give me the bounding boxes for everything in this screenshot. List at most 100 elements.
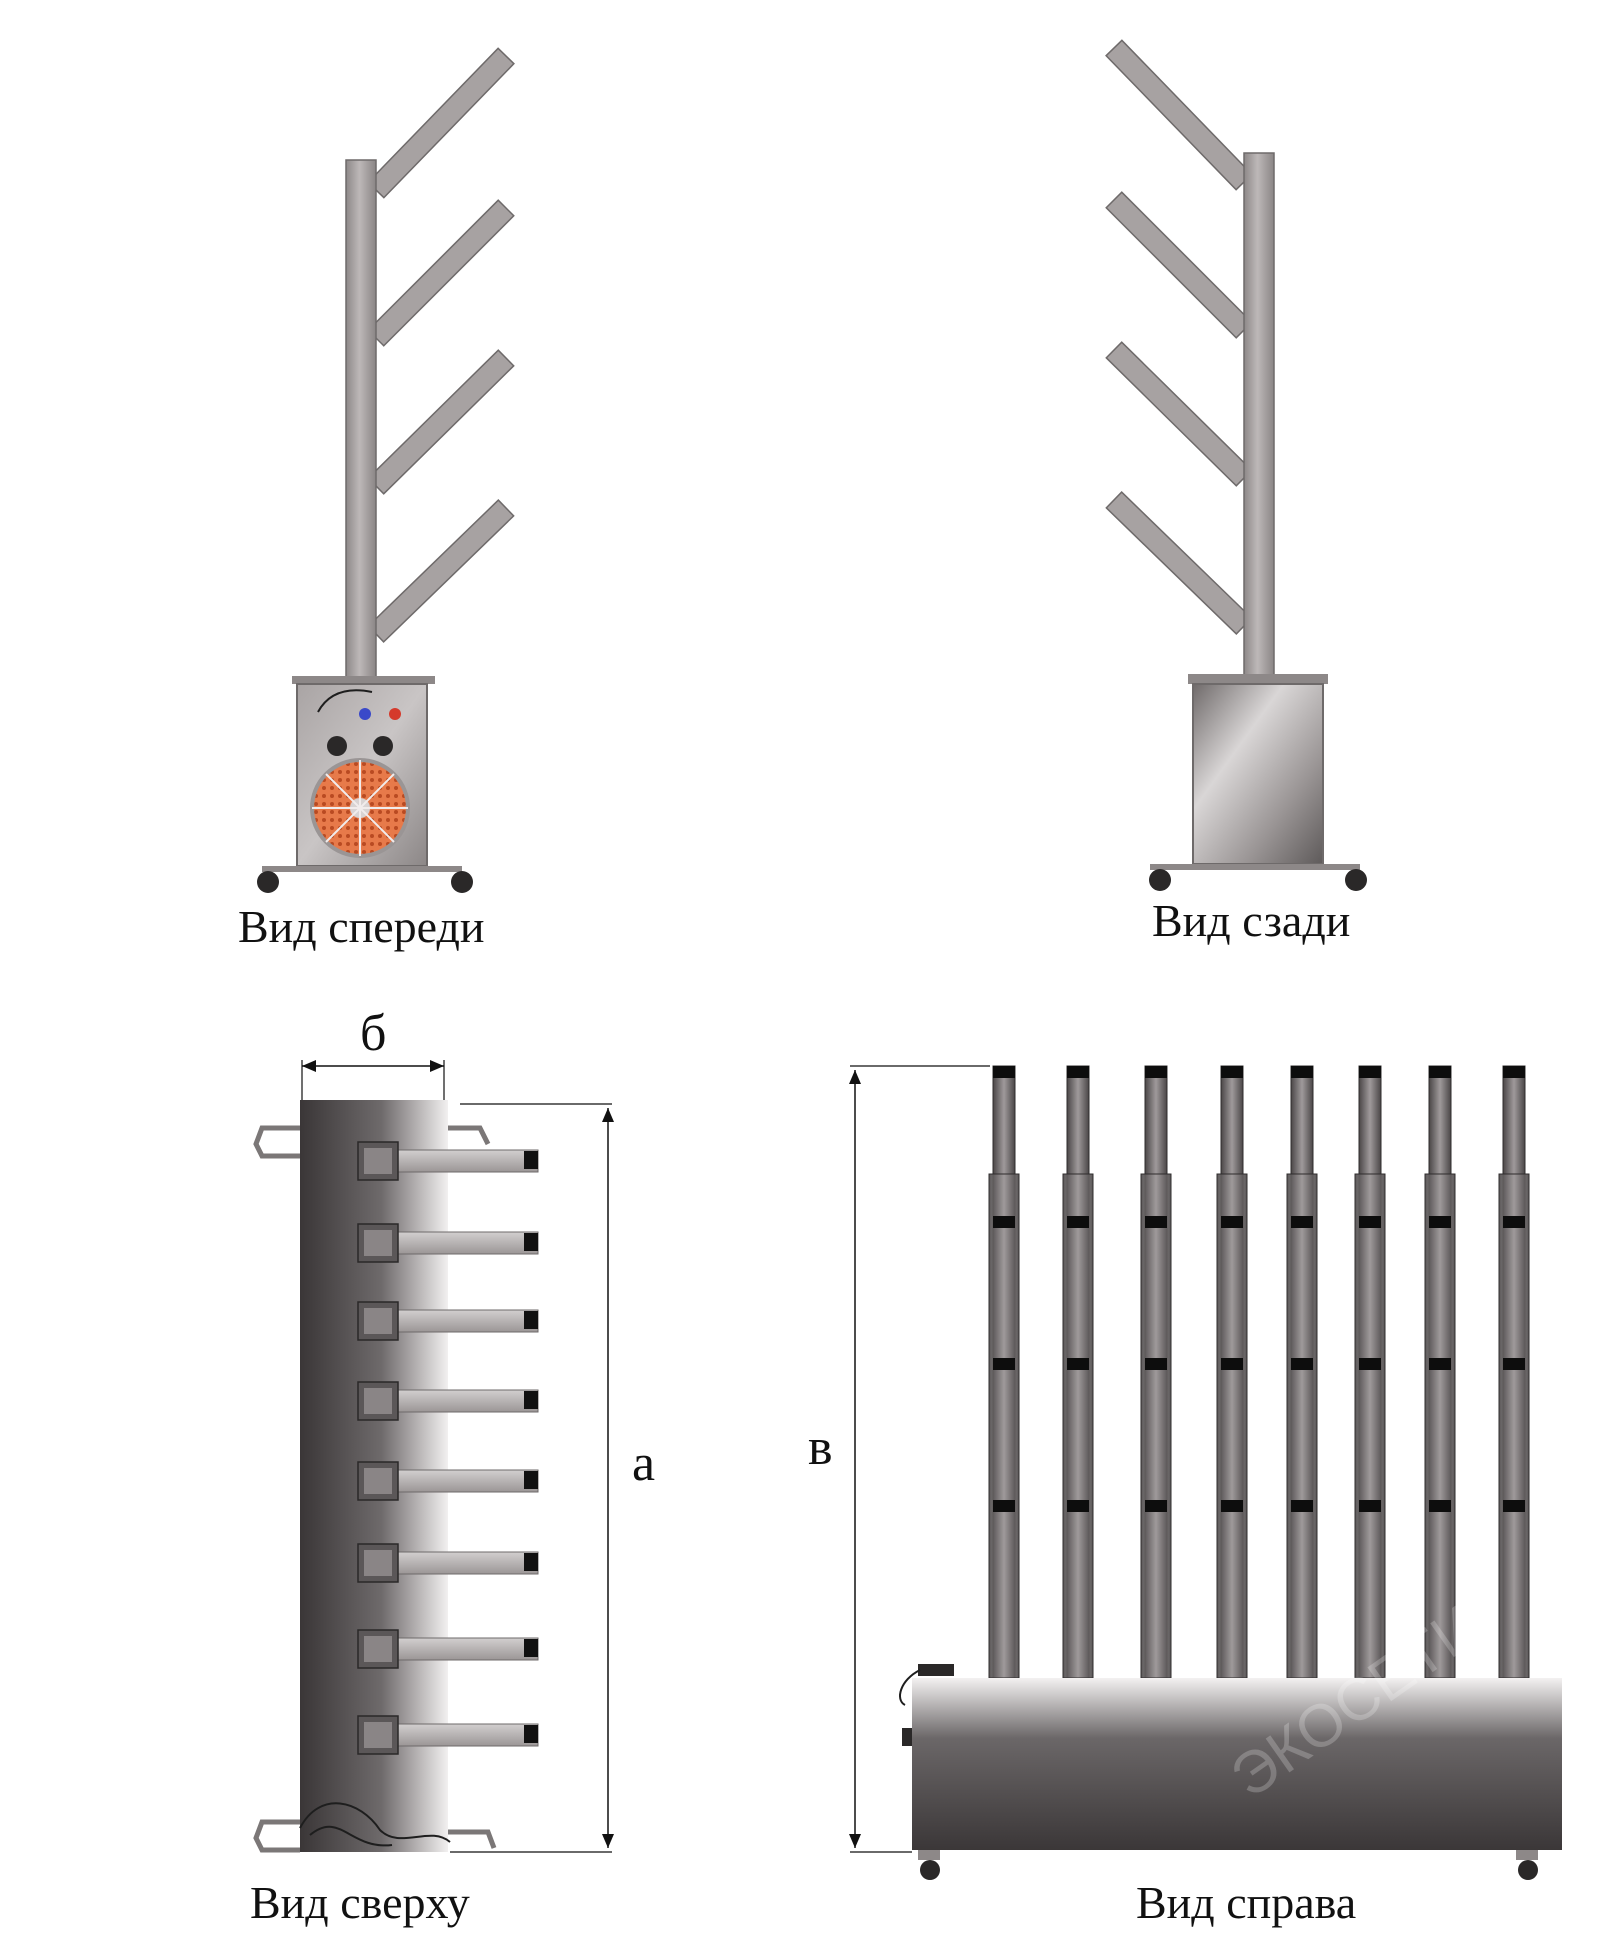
top-view-arm-cap bbox=[524, 1725, 538, 1743]
dimension-a-arrow-bottom bbox=[602, 1834, 614, 1848]
front-view-top-plate bbox=[292, 676, 435, 684]
front-view-cable bbox=[317, 689, 373, 713]
right-view-caption: Вид справа bbox=[1136, 1877, 1357, 1928]
right-view-tube-cap bbox=[1221, 1066, 1243, 1078]
front-view-pole bbox=[345, 159, 377, 681]
top-view-arm-socket-inner bbox=[364, 1550, 392, 1576]
right-view-tube-cap bbox=[1429, 1066, 1451, 1078]
top-view-arm bbox=[395, 1149, 539, 1173]
top-view-bracket bbox=[253, 1819, 300, 1853]
top-view-arm-cap bbox=[524, 1553, 538, 1571]
back-view-pole bbox=[1243, 152, 1275, 679]
top-view-arm bbox=[395, 1231, 539, 1255]
top-view-arm-socket-inner bbox=[364, 1230, 392, 1256]
top-view-arm bbox=[395, 1309, 539, 1333]
right-view-arm-cap bbox=[1429, 1358, 1451, 1370]
top-view-arm-socket-inner bbox=[364, 1722, 392, 1748]
fan-grille-icon bbox=[312, 760, 408, 856]
top-view-bracket bbox=[448, 1125, 491, 1146]
top-view-bracket bbox=[253, 1125, 300, 1159]
top-view-arm-cap bbox=[524, 1639, 538, 1657]
top-view-arm-socket-inner bbox=[364, 1148, 392, 1174]
right-view-arm-cap bbox=[1503, 1358, 1525, 1370]
right-view-arm-cap bbox=[1291, 1358, 1313, 1370]
back-view-top-plate bbox=[1188, 674, 1328, 684]
dimension-v-arrow-bottom bbox=[849, 1834, 861, 1848]
wheel-icon bbox=[1149, 869, 1171, 891]
right-view-caster-mount bbox=[1516, 1850, 1538, 1860]
top-view-arm-cap bbox=[524, 1391, 538, 1409]
top-view-arm bbox=[395, 1389, 539, 1413]
right-view-arm-cap bbox=[1291, 1500, 1313, 1512]
wheel-icon bbox=[920, 1860, 940, 1880]
top-view-arm-socket-inner bbox=[364, 1308, 392, 1334]
right-view-cable bbox=[899, 1669, 921, 1706]
right-view-body bbox=[912, 1678, 1562, 1850]
right-view-arm-cap bbox=[1503, 1216, 1525, 1228]
dimension-a-arrow-top bbox=[602, 1108, 614, 1122]
top-view-arm-socket-inner bbox=[364, 1468, 392, 1494]
wheel-icon bbox=[1518, 1860, 1538, 1880]
right-view-connector bbox=[902, 1728, 912, 1746]
top-view-bracket bbox=[448, 1829, 497, 1849]
knob-right-icon bbox=[373, 736, 393, 756]
right-view-tube-cap bbox=[1291, 1066, 1313, 1078]
front-view bbox=[257, 47, 515, 893]
back-view-caption: Вид сзади bbox=[1152, 895, 1351, 946]
right-view-arm-cap bbox=[1221, 1500, 1243, 1512]
dimension-b-label: б bbox=[360, 1005, 387, 1062]
right-view bbox=[849, 1065, 1562, 1880]
right-view-arm-stack bbox=[1498, 1173, 1530, 1679]
right-view-arm-cap bbox=[1145, 1358, 1167, 1370]
dimension-a-label: а bbox=[632, 1435, 656, 1492]
front-view-arm bbox=[367, 199, 515, 347]
right-view-tube-cap bbox=[993, 1066, 1015, 1078]
back-view bbox=[1105, 39, 1367, 891]
back-view-arms bbox=[1105, 39, 1253, 635]
right-view-arm-stack bbox=[988, 1173, 1020, 1679]
right-view-arm-cap bbox=[1429, 1216, 1451, 1228]
top-view-arm-cap bbox=[524, 1233, 538, 1251]
top-view-cable bbox=[299, 1802, 451, 1847]
right-view-arm-stack bbox=[1140, 1173, 1172, 1679]
right-view-arm-cap bbox=[1359, 1216, 1381, 1228]
right-view-arm-cap bbox=[1067, 1216, 1089, 1228]
right-view-arm-cap bbox=[1503, 1500, 1525, 1512]
right-view-arm-cap bbox=[1145, 1216, 1167, 1228]
back-view-arm bbox=[1105, 491, 1253, 635]
right-view-arm-cap bbox=[993, 1358, 1015, 1370]
right-view-arm-cap bbox=[1359, 1500, 1381, 1512]
top-view-arm-cap bbox=[524, 1311, 538, 1329]
right-view-arm-stack bbox=[1062, 1173, 1094, 1679]
back-view-base-rail bbox=[1150, 864, 1360, 870]
back-view-arm bbox=[1105, 39, 1253, 191]
top-view-arm bbox=[395, 1551, 539, 1575]
top-view-arms bbox=[357, 1141, 539, 1755]
right-view-arm-cap bbox=[1359, 1358, 1381, 1370]
right-view-caster-mount bbox=[918, 1850, 940, 1860]
back-view-box bbox=[1192, 683, 1324, 865]
wheel-icon bbox=[451, 871, 473, 893]
top-view-arm-socket-inner bbox=[364, 1388, 392, 1414]
right-view-arm-cap bbox=[1429, 1500, 1451, 1512]
dimension-v-arrow-top bbox=[849, 1070, 861, 1084]
top-view bbox=[253, 1060, 614, 1853]
top-view-caption: Вид сверху bbox=[250, 1877, 470, 1928]
back-view-arm bbox=[1105, 191, 1253, 339]
right-view-arm-cap bbox=[1291, 1216, 1313, 1228]
wheel-icon bbox=[1345, 869, 1367, 891]
right-view-tube-cap bbox=[1503, 1066, 1525, 1078]
right-view-arm-cap bbox=[1145, 1500, 1167, 1512]
right-view-switch bbox=[918, 1664, 954, 1676]
top-view-arm bbox=[395, 1637, 539, 1661]
right-view-arm-cap bbox=[1067, 1358, 1089, 1370]
right-view-arm-cap bbox=[1067, 1500, 1089, 1512]
front-view-arms bbox=[367, 47, 515, 643]
back-view-arm bbox=[1105, 341, 1253, 487]
right-view-arm-cap bbox=[993, 1216, 1015, 1228]
wheel-icon bbox=[257, 871, 279, 893]
top-view-arm-cap bbox=[524, 1151, 538, 1169]
right-view-tubes bbox=[988, 1065, 1530, 1679]
knob-left-icon bbox=[327, 736, 347, 756]
